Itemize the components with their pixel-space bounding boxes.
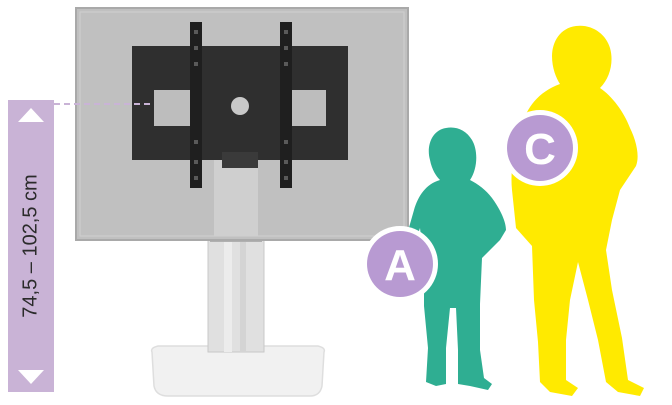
vesa-bracket	[132, 22, 348, 188]
badge-c: C	[502, 110, 578, 186]
lift-column-lower	[207, 237, 265, 353]
svg-text:A: A	[384, 241, 416, 290]
figure-a-silhouette	[405, 127, 506, 390]
svg-text:C: C	[524, 125, 556, 174]
height-range-bar: 74,5 – 102,5 cm	[8, 100, 54, 392]
figure-c-silhouette	[511, 25, 644, 396]
stand-base	[150, 345, 326, 397]
arrow-down-icon	[18, 370, 44, 384]
arrow-up-icon	[18, 108, 44, 122]
badge-a: A	[362, 226, 438, 302]
